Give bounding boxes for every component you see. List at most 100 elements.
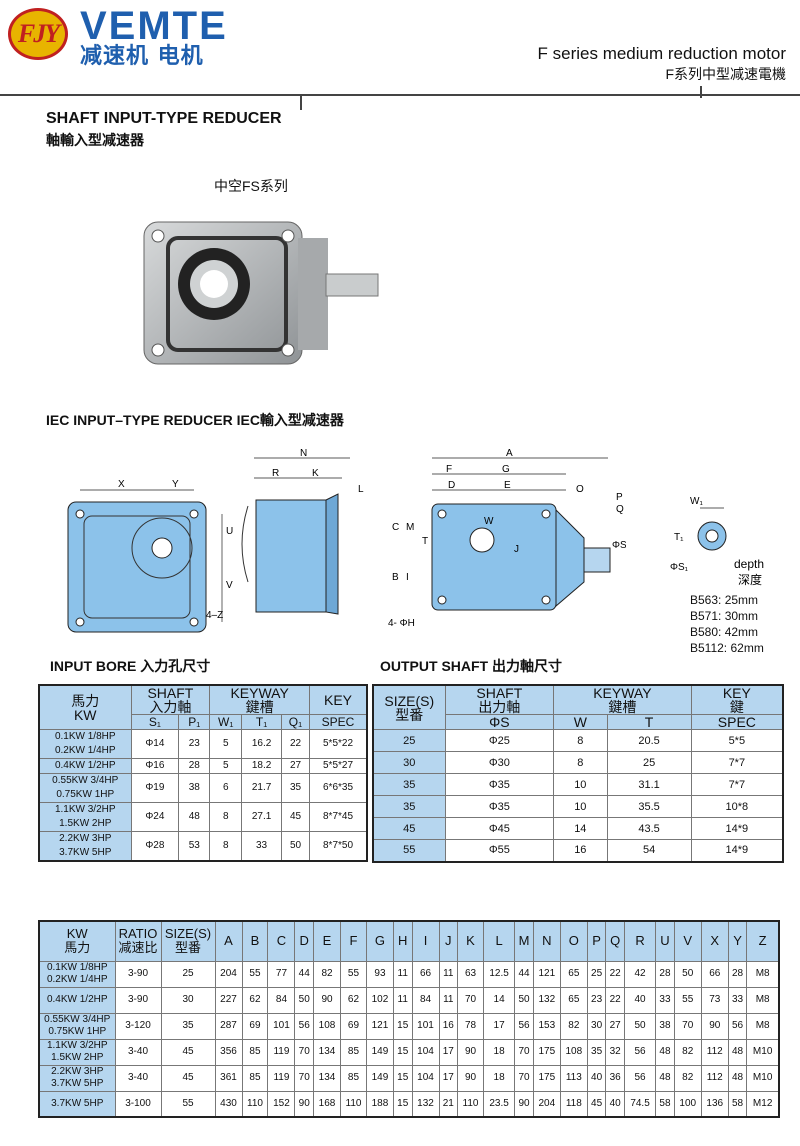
cell-g: 102 <box>365 986 394 1014</box>
cell-r: 74.5 <box>623 1090 657 1118</box>
kw-line: 2.2KW 3HP <box>51 1066 104 1077</box>
cell-w: 5 <box>209 729 243 759</box>
cell-u: 33 <box>655 986 675 1014</box>
kw-line: 1.1KW 3/2HP <box>54 804 116 815</box>
cell-t: 21.7 <box>241 773 282 803</box>
cell-d: 90 <box>294 1090 314 1118</box>
iec-input-title: IEC INPUT–TYPE REDUCER IEC輸入型减速器 <box>46 412 344 428</box>
cell-k: 70 <box>457 986 484 1014</box>
kw-line: 1.5KW 2HP <box>51 1052 104 1063</box>
cell-j: 17 <box>438 1038 459 1066</box>
cell-o: 82 <box>559 1012 588 1040</box>
col-phis: ΦS <box>444 714 555 730</box>
col-u: U <box>655 920 675 962</box>
cell-p: 48 <box>178 802 211 832</box>
brand-name-cn: 减速机 电机 <box>80 44 204 69</box>
cell-t: 16.2 <box>241 729 282 759</box>
cell-h: 15 <box>392 1038 413 1066</box>
col-o: O <box>559 920 588 962</box>
cell-b: 55 <box>241 960 269 988</box>
cell-e: 90 <box>312 986 342 1014</box>
cell-l: 12.5 <box>482 960 516 988</box>
fs-series-caption: 中空FS系列 <box>214 178 288 194</box>
cell-g: 149 <box>365 1064 394 1092</box>
header-tick <box>300 94 302 110</box>
label-q: Q <box>616 504 624 515</box>
col-z: Z <box>746 920 780 962</box>
label-d: D <box>448 480 455 491</box>
cell-i: 104 <box>411 1038 440 1066</box>
cell-m: 90 <box>514 1090 534 1118</box>
label-a: A <box>506 448 513 459</box>
cell-size: 55 <box>372 839 446 862</box>
cell-ratio: 3-100 <box>114 1090 162 1118</box>
cell-j: 11 <box>438 986 459 1014</box>
cell-m: 44 <box>514 960 534 988</box>
cell-l: 17 <box>482 1012 516 1040</box>
cell-s: Φ19 <box>130 773 180 803</box>
cell-i: 66 <box>411 960 440 988</box>
cell-k: 110 <box>457 1090 484 1118</box>
cell-size: 45 <box>160 1038 216 1066</box>
cell-j: 21 <box>438 1090 459 1118</box>
cell-k: 78 <box>457 1012 484 1040</box>
label-depth: depth <box>734 557 764 571</box>
cell-o: 65 <box>559 960 588 988</box>
cell-a: 287 <box>214 1012 243 1040</box>
cell-m: 70 <box>514 1064 534 1092</box>
label-m: M <box>406 522 414 533</box>
cell-v: 82 <box>673 1038 702 1066</box>
cell-u: 58 <box>655 1090 675 1118</box>
cell-spec: 5*5*27 <box>309 758 368 774</box>
cell-x: 66 <box>700 960 729 988</box>
cell-l: 18 <box>482 1038 516 1066</box>
col-i: I <box>411 920 440 962</box>
label-v: V <box>226 580 233 591</box>
cell-c: 101 <box>267 1012 296 1040</box>
cell-i: 132 <box>411 1090 440 1118</box>
col-y: Y <box>727 920 748 962</box>
cell-s: Φ35 <box>444 773 555 796</box>
cell-m: 50 <box>514 986 534 1014</box>
cell-y: 48 <box>727 1038 748 1066</box>
col-key: KEY <box>309 684 368 715</box>
cell-t: 33 <box>241 831 282 862</box>
cell-i: 101 <box>411 1012 440 1040</box>
cell-t: 25 <box>606 751 692 774</box>
cell-w: 6 <box>209 773 243 803</box>
cell-z: M10 <box>746 1038 780 1066</box>
cell-x: 73 <box>700 986 729 1014</box>
cell-c: 152 <box>267 1090 296 1118</box>
cell-x: 136 <box>700 1090 729 1118</box>
cell-j: 17 <box>438 1064 459 1092</box>
cell-a: 356 <box>214 1038 243 1066</box>
depth-item: B580: 42mm <box>690 625 759 639</box>
cell-size: 45 <box>160 1064 216 1092</box>
cell-p: 25 <box>586 960 607 988</box>
kw-cell: 0.4KW 1/2HP <box>38 758 132 774</box>
cell-f: 110 <box>340 1090 367 1118</box>
col-h: H <box>392 920 413 962</box>
cell-spec: 10*8 <box>690 795 784 818</box>
cell-size: 25 <box>372 729 446 752</box>
cell-u: 48 <box>655 1038 675 1066</box>
label-w1: W₁ <box>690 496 703 507</box>
cell-x: 90 <box>700 1012 729 1040</box>
reducer-photo <box>143 221 379 365</box>
cell-t: 31.1 <box>606 773 692 796</box>
cell-c: 84 <box>267 986 296 1014</box>
cell-e: 82 <box>312 960 342 988</box>
kw-line: 0.2KW 1/4HP <box>46 974 108 985</box>
